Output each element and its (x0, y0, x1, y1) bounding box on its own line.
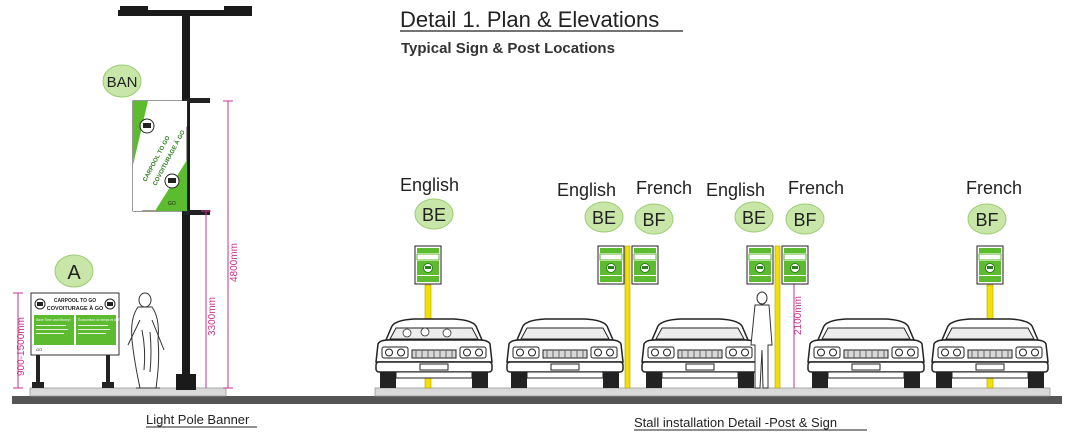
badge-bf-3: BF (967, 203, 1007, 235)
lang-label-english-3: English (706, 180, 765, 200)
badge-be-1: BE (414, 198, 454, 230)
badge-bf-2: BF (785, 203, 825, 235)
car-2 (506, 318, 624, 389)
dimension-2100: 2100mm (789, 283, 804, 388)
ground-slab (29, 387, 227, 397)
badge-be-2: BE (584, 201, 624, 233)
lang-label-french-2: French (788, 178, 844, 198)
car-5 (931, 318, 1049, 389)
dimension-label-2100: 2100mm (793, 296, 804, 335)
badge-bf-1-label: BF (642, 210, 665, 230)
stall-sign-3b (781, 245, 809, 285)
caption-light-pole-banner: Light Pole Banner (146, 412, 250, 427)
light-pole-banner: CARPOOL TO GO COVOITURAGE À GO GO (132, 100, 188, 212)
lang-label-french-1: French (636, 178, 692, 198)
dimension-label-900-1500: 900-1500mm (16, 317, 27, 376)
badge-be-1-label: BE (422, 205, 446, 225)
car-1 (375, 318, 493, 389)
page-subtitle: Typical Sign & Post Locations (401, 40, 615, 57)
stall-sign-4 (976, 245, 1004, 285)
stall-sign-2b (631, 245, 659, 285)
dimension-3300: 3300mm (201, 210, 218, 388)
badge-be-2-label: BE (592, 208, 616, 228)
stall-sign-3a (746, 245, 774, 285)
lang-label-french-3: French (966, 178, 1022, 198)
lang-label-english-2: English (557, 180, 616, 200)
badge-a-label: A (67, 262, 81, 284)
badge-be-3: BE (734, 201, 774, 233)
ground-slab-right (374, 387, 1051, 397)
badge-bf-3-label: BF (975, 210, 998, 230)
badge-be-3-label: BE (742, 208, 766, 228)
svg-text:GO: GO (36, 347, 42, 352)
ground-line (12, 396, 1062, 404)
dimension-label-4800: 4800mm (229, 243, 240, 282)
svg-text:GO: GO (168, 201, 176, 207)
car-4 (807, 318, 925, 389)
standing-figure-right (750, 291, 773, 389)
badge-bf-1: BF (634, 203, 674, 235)
dimension-900-1500: 900-1500mm (13, 292, 27, 389)
sign-a-header-fr: COVOITURAGE À GO (47, 305, 104, 312)
lang-label-english-1: English (400, 175, 459, 195)
stall-sign-1 (414, 245, 442, 285)
badge-ban (102, 64, 142, 98)
sign-a-panel-fr: Économisez du temps et de l'argent (78, 317, 129, 322)
badge-a (54, 254, 94, 288)
page-title: Detail 1. Plan & Elevations (400, 7, 659, 32)
sign-a: CARPOOL TO GO COVOITURAGE À GO Save Time… (30, 292, 129, 388)
caption-stall-installation: Stall installation Detail -Post & Sign (634, 415, 837, 430)
badge-ban-label: BAN (107, 74, 138, 91)
dimension-4800: 4800mm (223, 100, 240, 389)
badge-bf-2-label: BF (793, 210, 816, 230)
car-3 (641, 318, 759, 389)
sign-a-panel-en: Save Time and Money! (36, 318, 71, 322)
car-occupants (402, 327, 452, 338)
stall-sign-2a (597, 245, 625, 285)
sign-a-header-en: CARPOOL TO GO (54, 298, 96, 304)
pedestrian-figure-left (127, 292, 165, 389)
dimension-label-3300: 3300mm (207, 297, 218, 336)
